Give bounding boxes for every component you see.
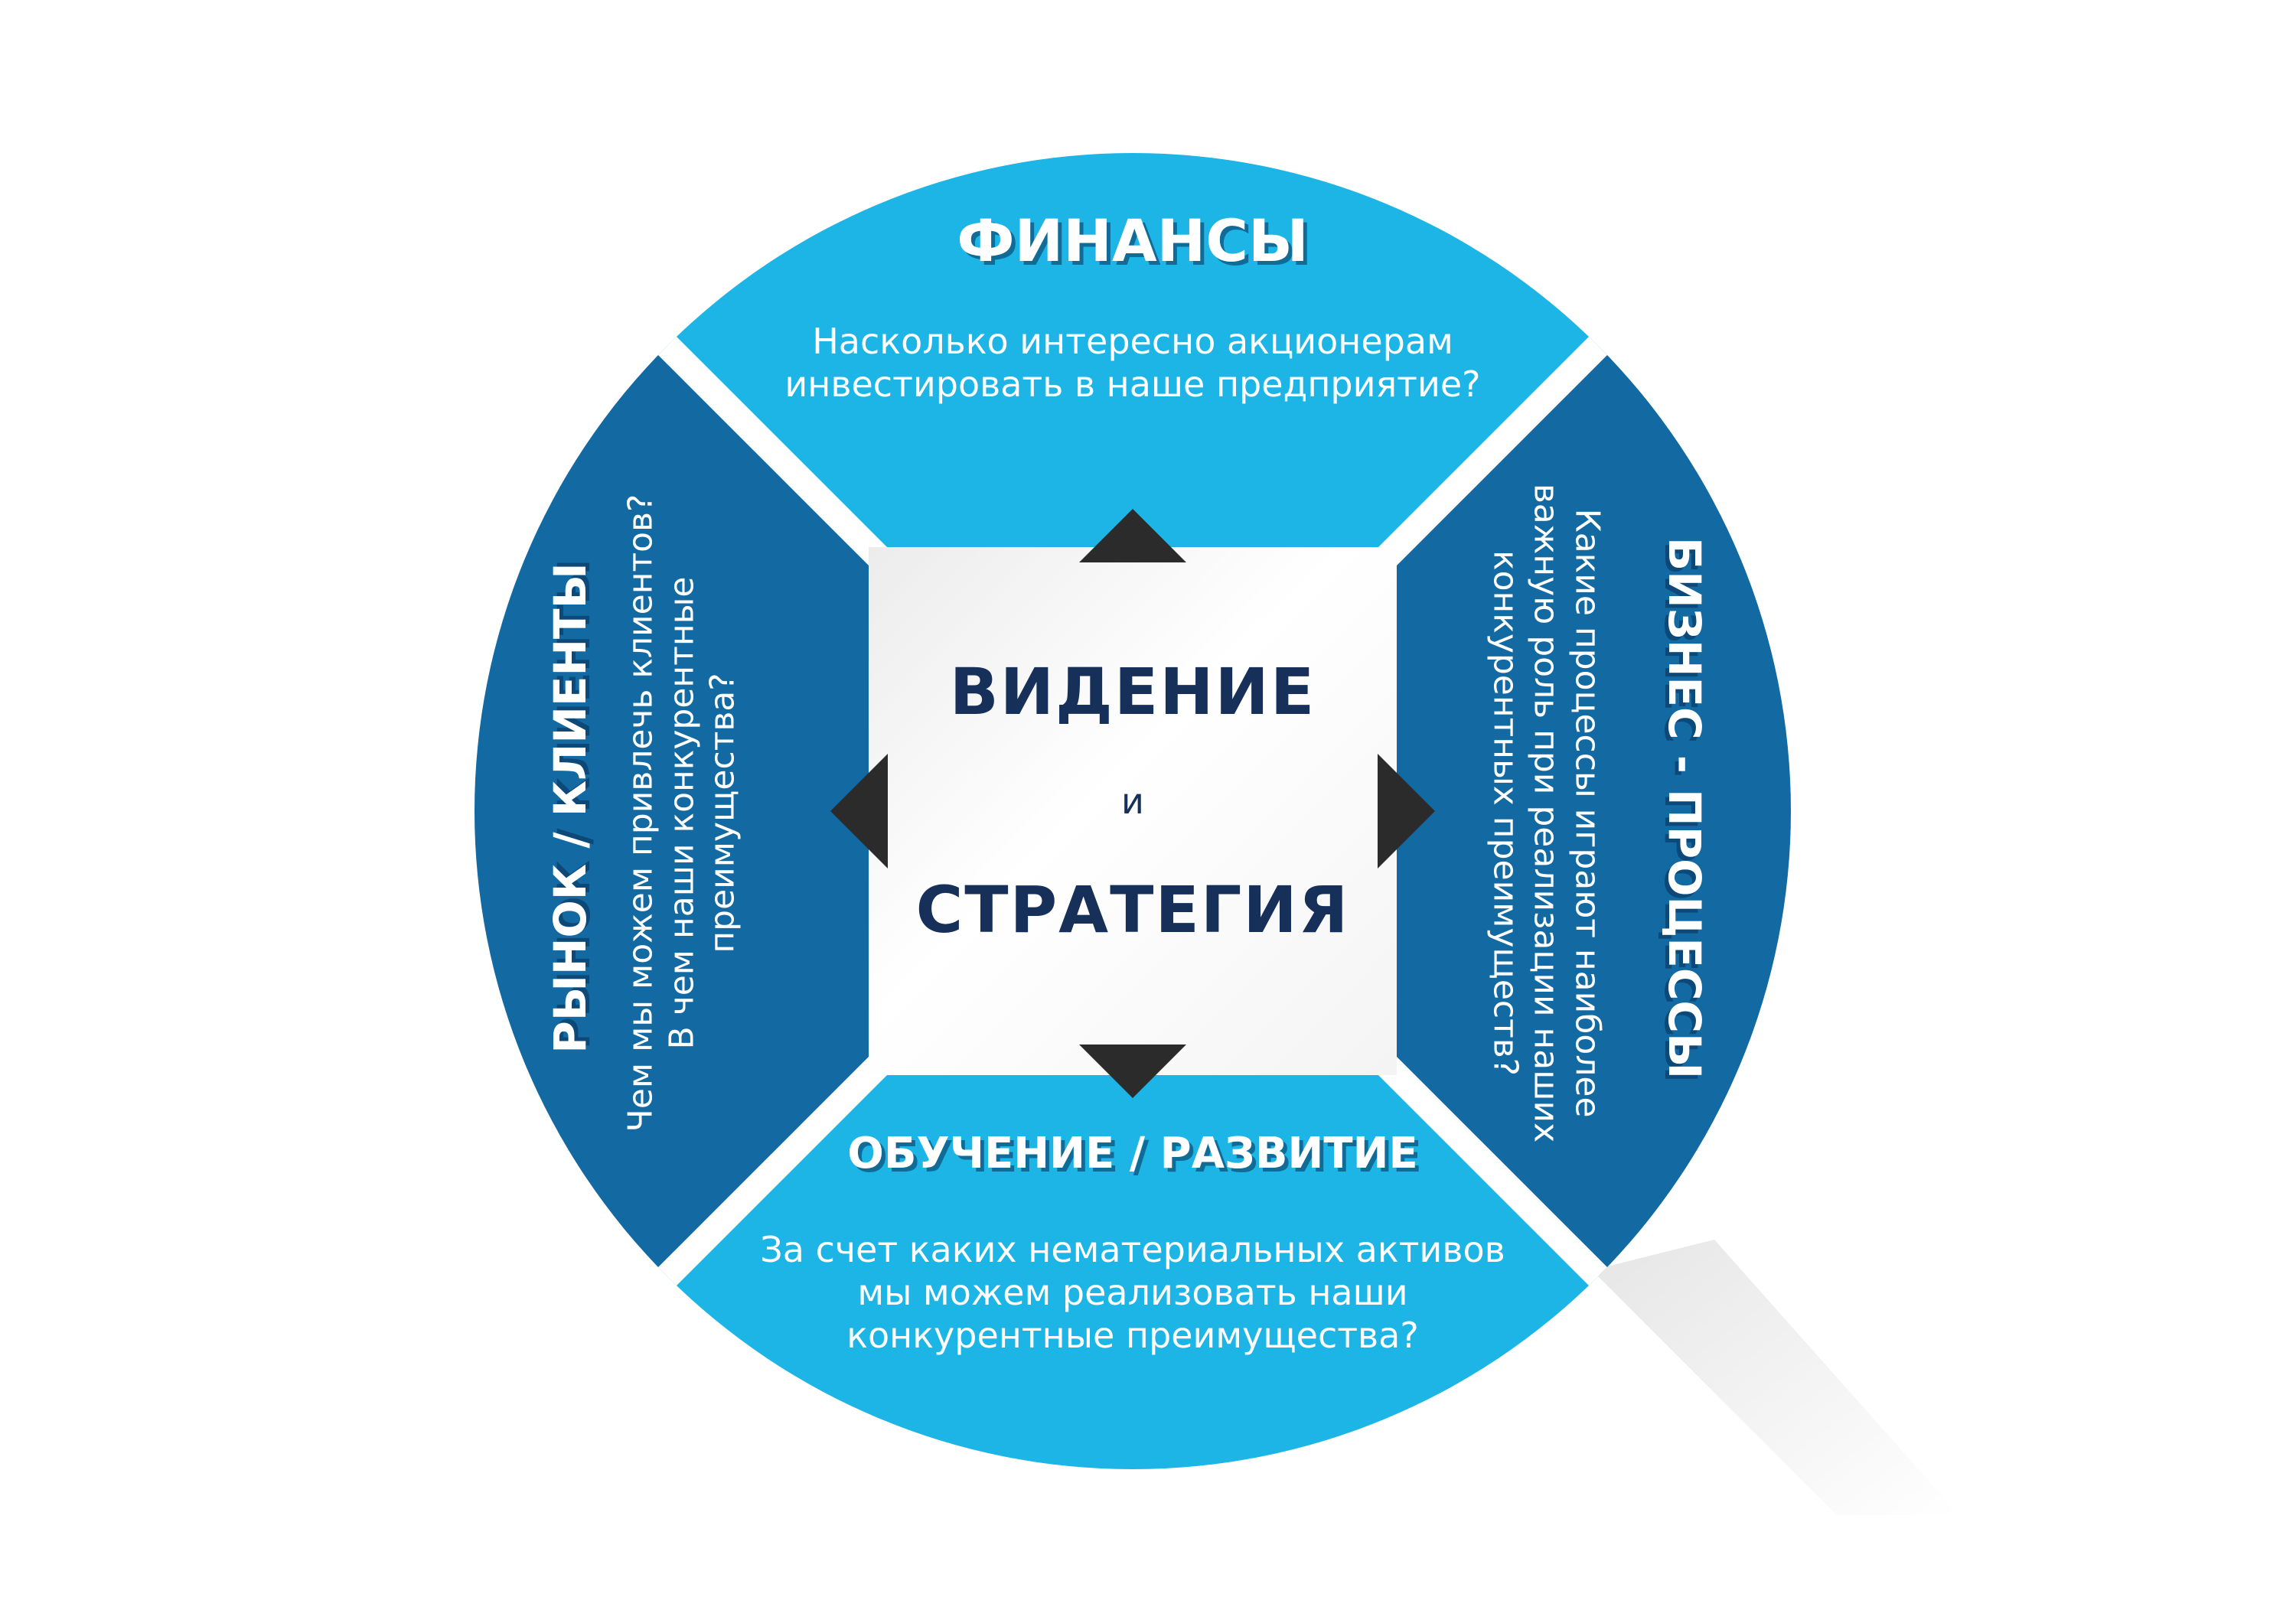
center-square — [869, 547, 1397, 1075]
arrow-left-icon — [830, 754, 888, 869]
arrow-down-icon — [1079, 1045, 1186, 1098]
arrow-up-icon — [1079, 509, 1186, 562]
wheel-shadow — [1592, 1240, 1959, 1515]
arrow-right-icon — [1378, 754, 1435, 869]
